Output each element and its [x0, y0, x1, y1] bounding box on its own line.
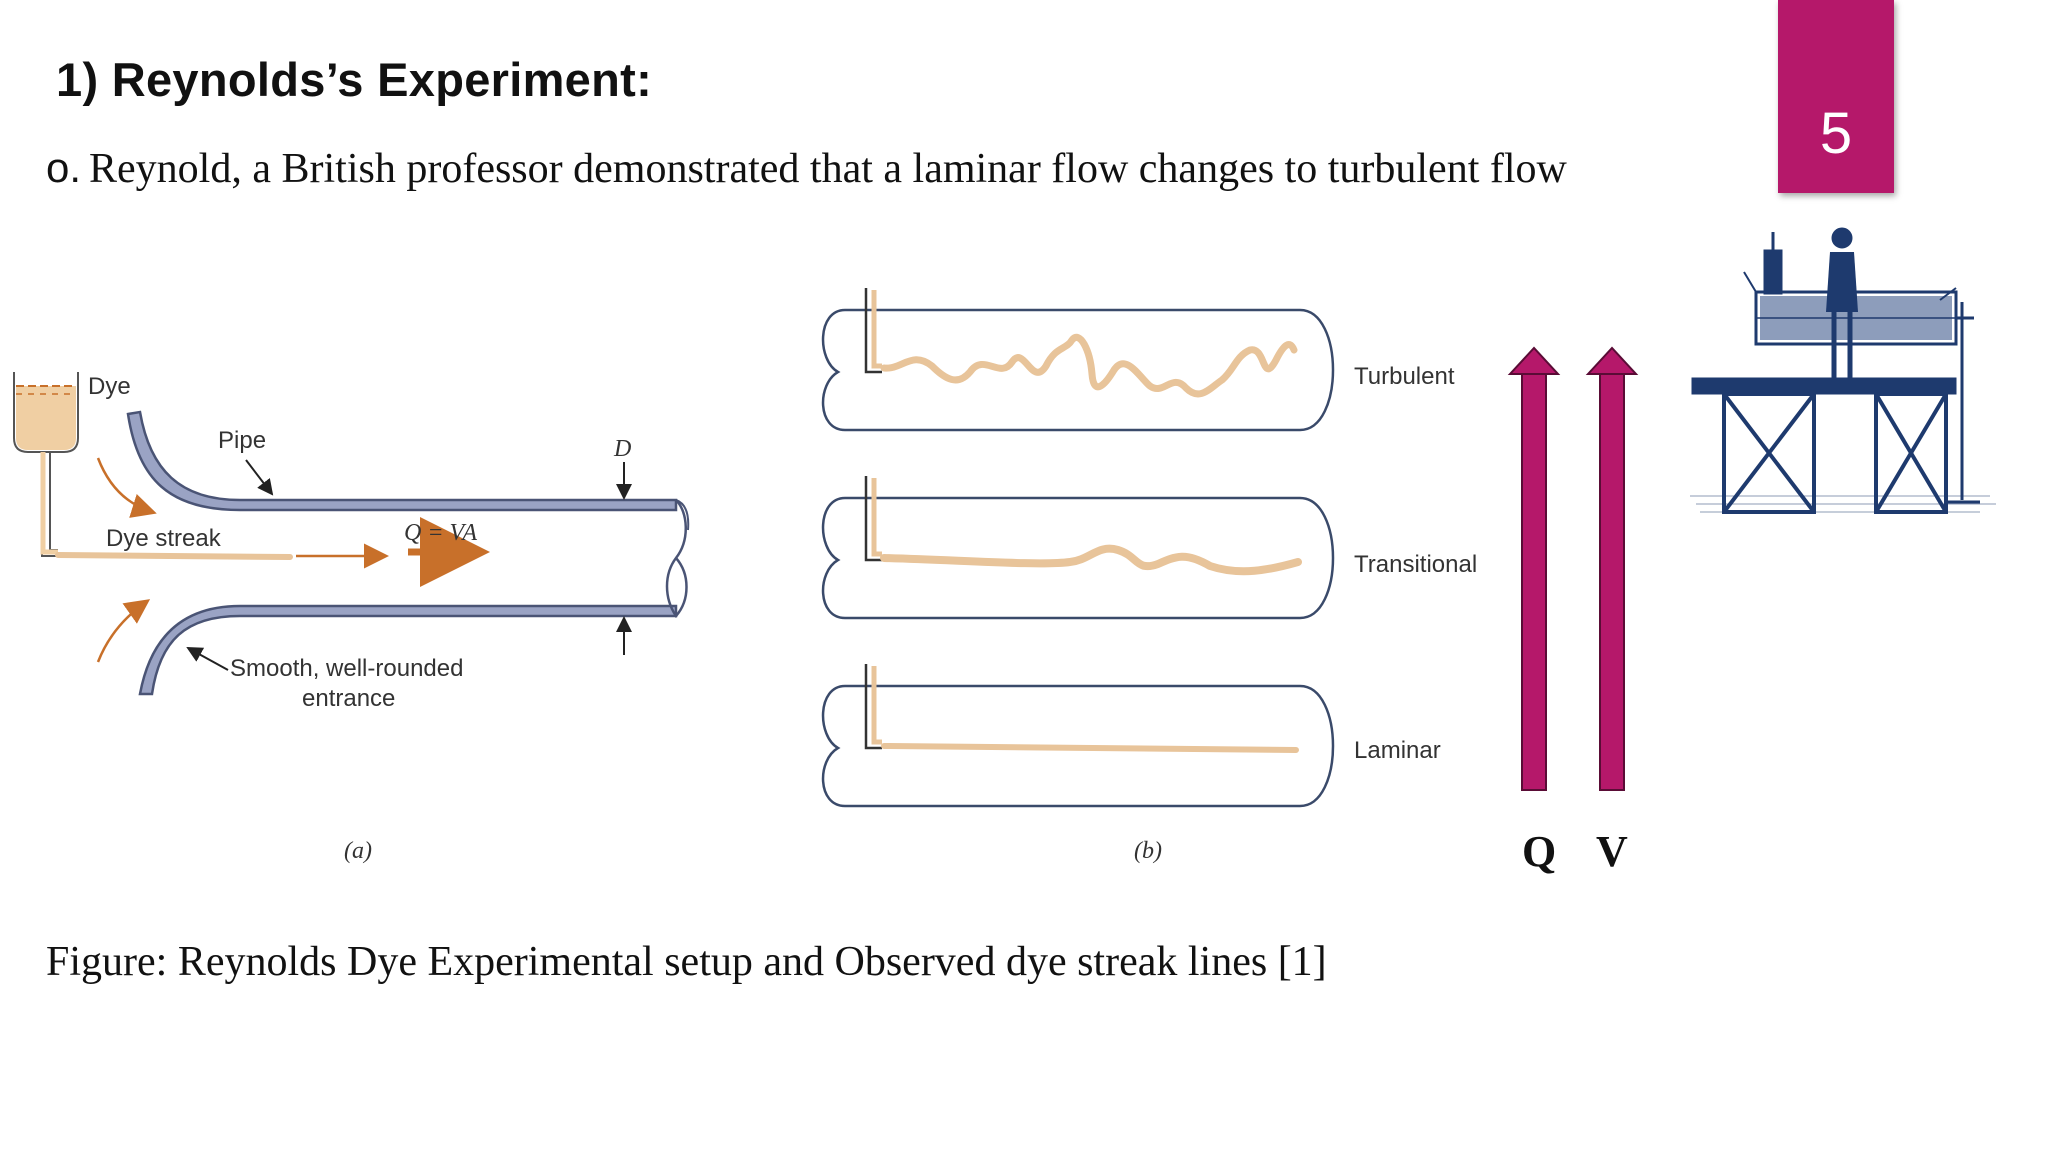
pipe-label: Pipe: [218, 427, 266, 454]
panel-b-label: (b): [1134, 838, 1162, 864]
flow-rate-label: Q = VA: [404, 520, 477, 546]
slide-heading: 1) Reynolds’s Experiment:: [56, 53, 653, 106]
reynolds-apparatus-illustration: [1690, 227, 1996, 514]
pipe-upper-wall: [126, 410, 678, 512]
turbulent-tube: [821, 288, 1335, 432]
figure-a-diagram: Dye D Pipe Dye streak Q = VA Smooth, wel…: [13, 372, 690, 864]
dye-label: Dye: [88, 373, 131, 400]
slide-number: 5: [1819, 101, 1853, 166]
pipe-lower-wall: [138, 604, 678, 696]
laminar-label: Laminar: [1354, 737, 1441, 764]
transitional-label: Transitional: [1354, 551, 1477, 578]
entrance-label-line2: entrance: [302, 685, 395, 712]
bullet-point: o.Reynold, a British professor demonstra…: [46, 144, 1567, 193]
inflow-arrow-bottom: [96, 599, 151, 663]
inflow-arrow-top: [96, 457, 157, 518]
dye-streak: [55, 552, 293, 560]
diameter-label: D: [613, 436, 631, 462]
velocity-increase-arrow: [1585, 346, 1639, 791]
figure-caption: Figure: Reynolds Dye Experimental setup …: [46, 939, 1327, 985]
laminar-dye-streak: [881, 743, 1299, 753]
transitional-dye-streak: [880, 544, 1302, 576]
turbulent-dye-streak: [880, 334, 1298, 398]
figure-b-diagram: Turbulent Transitional Laminar (b): [821, 288, 1477, 864]
entrance-label-line1: Smooth, well-rounded: [230, 655, 463, 682]
dye-reservoir: [13, 372, 79, 557]
q-label: Q: [1522, 827, 1556, 876]
v-label: V: [1596, 827, 1628, 876]
panel-a-label: (a): [344, 838, 372, 864]
transitional-tube: [821, 476, 1335, 620]
pipe-end-section: [665, 499, 688, 619]
dye-streak-label: Dye streak: [106, 525, 222, 552]
slide-number-badge: 5: [1778, 0, 1894, 193]
flowrate-increase-arrow: [1507, 346, 1561, 791]
bullet-marker: o.: [46, 144, 82, 191]
bullet-text: Reynold, a British professor demonstrate…: [89, 146, 1567, 192]
laminar-tube: [821, 664, 1335, 808]
turbulent-label: Turbulent: [1354, 363, 1455, 390]
